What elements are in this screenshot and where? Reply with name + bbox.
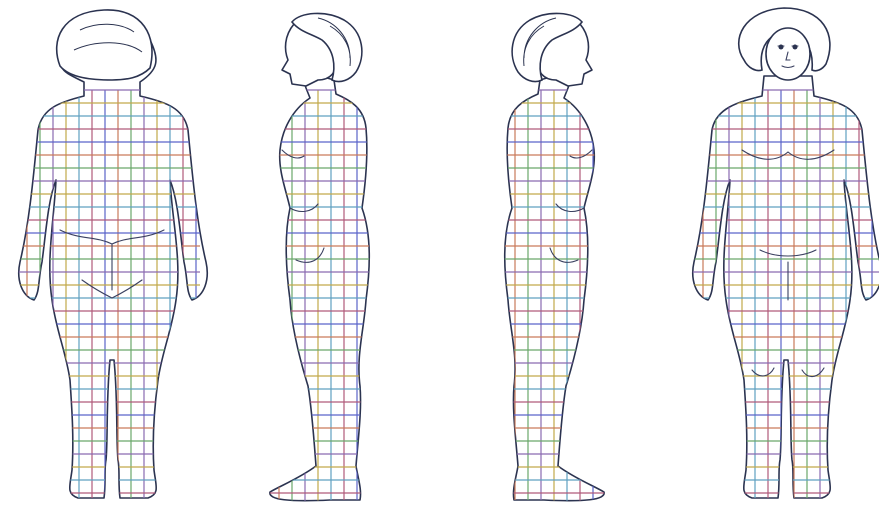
back-hair bbox=[57, 10, 152, 80]
front-eye-right bbox=[793, 45, 798, 50]
figure-back-view bbox=[14, 10, 207, 500]
figure-side-view-right bbox=[502, 13, 608, 502]
back-body-outline bbox=[19, 40, 207, 498]
figure-front-view bbox=[690, 8, 879, 500]
front-body-outline bbox=[693, 76, 879, 498]
front-eye-left bbox=[779, 45, 784, 50]
figure-side-view-left bbox=[266, 13, 372, 502]
